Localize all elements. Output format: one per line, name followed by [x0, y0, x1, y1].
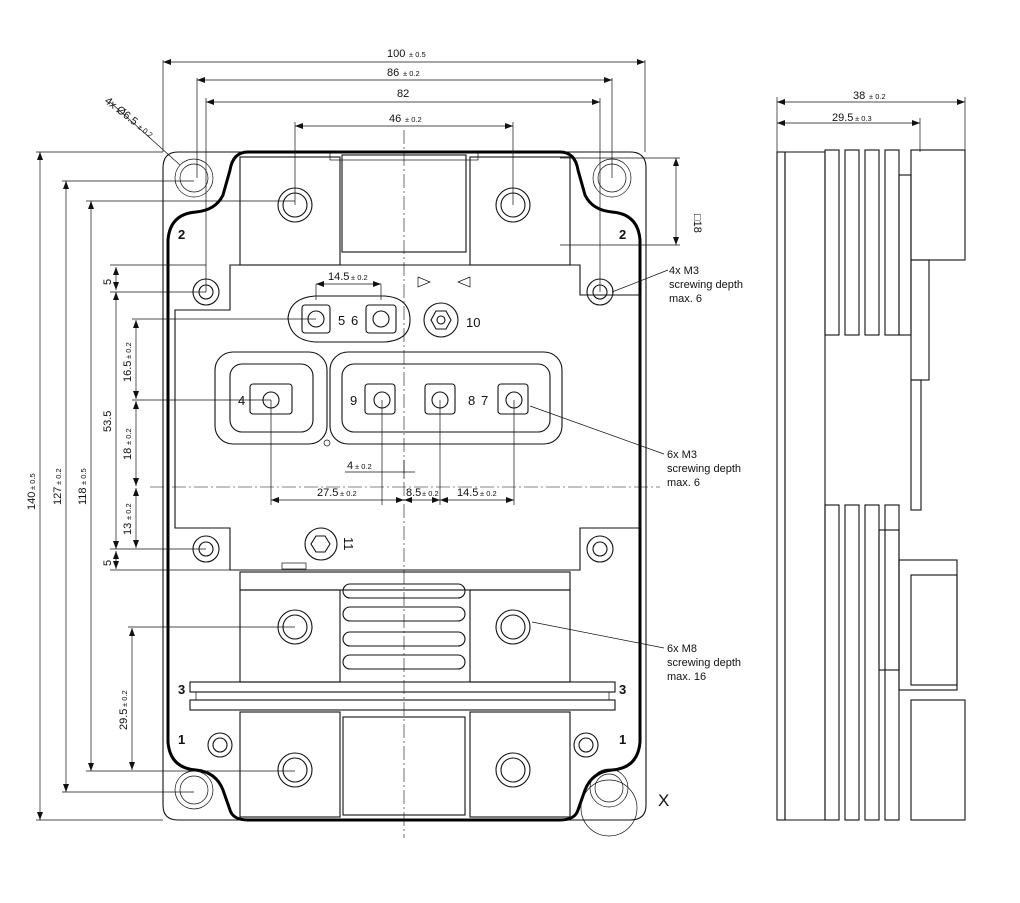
dim-16-5: 16.5	[122, 361, 134, 382]
dim-140-tol: ± 0.5	[28, 473, 37, 490]
dim-side-38-tol: ± 0.2	[869, 92, 886, 101]
dim-53-5: 53.5	[102, 411, 114, 432]
dim-side-38: 38	[853, 90, 865, 102]
dim-5-bottom: 5	[102, 560, 114, 566]
terminal-3-right: 3	[619, 682, 626, 697]
dim-86: 86	[387, 67, 399, 79]
note-m3-aux-1: 6x M3	[667, 449, 697, 461]
dim-14-5-aux-tol: ± 0.2	[351, 273, 368, 282]
dim-16-5-tol: ± 0.2	[124, 342, 133, 359]
note-m3-aux-2: screwing depth	[667, 463, 741, 475]
terminal-2-right: 2	[619, 227, 626, 242]
dim-27-5: 27.5	[317, 487, 338, 499]
note-m8-3: max. 16	[667, 671, 706, 683]
pin-6: 6	[351, 313, 358, 328]
pin-4: 4	[238, 393, 245, 408]
terminal-labels: 2 2 3 3 1 1 5 6 10 4 9 8 7 11 X	[178, 227, 669, 810]
dim-13: 13	[122, 523, 134, 535]
dim-140: 140	[26, 492, 38, 510]
dimension-texts: 100 ± 0.5 86 ± 0.2 82 46 ± 0.2 4x Ø6.5 ±…	[26, 48, 703, 730]
dim-27-5-tol: ± 0.2	[340, 489, 357, 498]
pin-9: 9	[350, 393, 357, 408]
dim-86-tol: ± 0.2	[403, 69, 420, 78]
dim-127-tol: ± 0.2	[54, 468, 63, 485]
terminal-1-left: 1	[178, 732, 185, 747]
dim-13-tol: ± 0.2	[124, 503, 133, 520]
dim-100-tol: ± 0.5	[409, 50, 426, 59]
dim-side-29-5-tol: ± 0.3	[855, 114, 872, 123]
pin-10: 10	[466, 315, 480, 330]
note-m3-corner-2: screwing depth	[669, 279, 743, 291]
terminal-2-left: 2	[178, 227, 185, 242]
dim-8-5: 8.5	[406, 487, 421, 499]
dim-118: 118	[77, 487, 89, 505]
dim-100: 100	[387, 48, 405, 60]
dim-5-top: 5	[102, 279, 114, 285]
pin-5: 5	[338, 313, 345, 328]
front-view	[150, 130, 660, 838]
dim-18-tol: ± 0.2	[124, 428, 133, 445]
pin-7: 7	[481, 393, 488, 408]
dim-127: 127	[52, 487, 64, 505]
dim-square-18: □18	[691, 214, 703, 233]
dim-8-5-tol: ± 0.2	[422, 489, 439, 498]
dim-18: 18	[122, 448, 134, 460]
dim-29-5-tol: ± 0.2	[120, 690, 129, 707]
note-m8-1: 6x M8	[667, 643, 697, 655]
dim-4-tol: ± 0.2	[355, 462, 372, 471]
dim-4: 4	[347, 460, 353, 472]
dim-46-tol: ± 0.2	[405, 115, 422, 124]
dim-46: 46	[389, 113, 401, 125]
dim-82: 82	[397, 88, 409, 100]
note-m3-corner-1: 4x M3	[669, 265, 699, 277]
terminal-1-right: 1	[619, 732, 626, 747]
pin-11: 11	[341, 537, 356, 551]
dim-side-29-5: 29.5	[832, 112, 853, 124]
note-m3-corner-3: max. 6	[669, 293, 702, 305]
dim-14-5-pins-tol: ± 0.2	[480, 489, 497, 498]
note-m3-aux-3: max. 6	[667, 477, 700, 489]
dim-29-5: 29.5	[118, 709, 130, 730]
dim-hole-dia-tol: ± 0.2	[136, 122, 155, 139]
dim-118-tol: ± 0.5	[79, 468, 88, 485]
dim-14-5-aux: 14.5	[328, 271, 349, 283]
note-m8-2: screwing depth	[667, 657, 741, 669]
notes: 4x M3 screwing depth max. 6 6x M3 screwi…	[667, 265, 743, 683]
terminal-3-left: 3	[178, 682, 185, 697]
dimension-lines	[36, 59, 680, 821]
x-mark: X	[658, 791, 669, 810]
dim-14-5-pins: 14.5	[457, 487, 478, 499]
side-view: 38 ± 0.2 29.5 ± 0.3	[776, 90, 966, 821]
dim-hole-dia: 4x Ø6.5	[102, 95, 140, 128]
pin-8: 8	[468, 393, 475, 408]
